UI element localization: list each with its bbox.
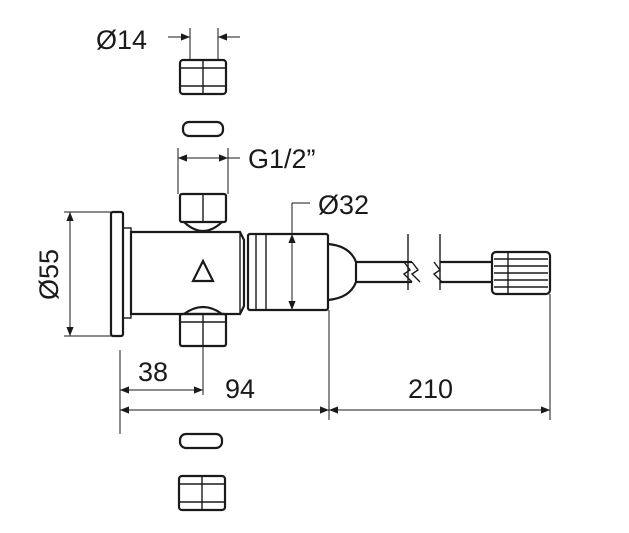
top-nut: [178, 58, 228, 96]
button-diameter-dimension: Ø32: [288, 190, 369, 310]
hose-end-fitting: [490, 250, 552, 296]
wall-flange: [109, 210, 132, 338]
thread-label: G1/2”: [248, 144, 316, 174]
triangle-icon: [191, 258, 215, 283]
nut-diameter-label: Ø14: [96, 25, 147, 55]
hose-right-segment: [432, 260, 492, 284]
button-diameter-label: Ø32: [318, 190, 369, 220]
hose-length-label: 210: [408, 374, 453, 404]
valve-body: [129, 230, 246, 316]
cone-transition: [327, 242, 358, 302]
bottom-nut: [177, 474, 227, 512]
inlet-offset-dimension: 38: [120, 357, 203, 394]
nut-diameter-dimension: Ø14: [96, 25, 240, 60]
hose-length-dimension: 210: [329, 374, 550, 414]
body-length-label: 94: [225, 374, 255, 404]
bottom-washer: [178, 432, 224, 450]
top-washer: [181, 120, 225, 138]
hose-left-segment: [356, 260, 421, 284]
inlet-offset-label: 38: [138, 357, 168, 387]
flange-diameter-label: Ø55: [34, 249, 64, 300]
inlet-fitting-top: [178, 192, 228, 233]
flange-diameter-dimension: Ø55: [34, 211, 111, 337]
body-length-dimension: 94: [120, 374, 329, 414]
push-button-housing: [246, 232, 330, 312]
thread-dimension: G1/2”: [177, 144, 316, 194]
outlet-fitting-bottom: [178, 305, 228, 348]
